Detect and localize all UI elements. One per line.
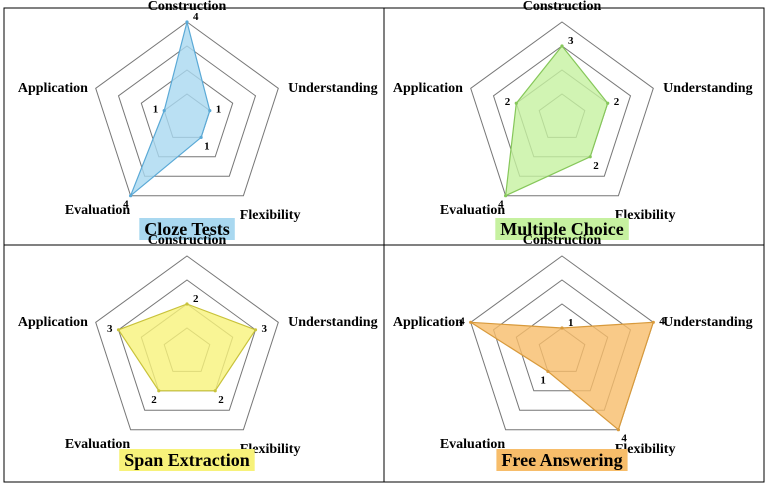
axis-label-evaluation: Evaluation xyxy=(440,203,506,218)
value-label-construction: 2 xyxy=(193,293,199,305)
value-label-understanding: 3 xyxy=(262,323,268,335)
value-label-construction: 4 xyxy=(193,11,199,23)
data-point-construction xyxy=(560,326,564,330)
data-point-flexibility xyxy=(616,428,621,432)
axis-label-evaluation: Evaluation xyxy=(65,437,131,452)
value-label-evaluation: 4 xyxy=(123,199,129,211)
data-point-application xyxy=(162,109,166,113)
value-label-flexibility: 1 xyxy=(204,140,210,152)
data-area-free-answering xyxy=(470,321,655,431)
title-highlight-cloze-tests xyxy=(139,218,235,240)
data-point-evaluation xyxy=(546,369,550,373)
axis-label-understanding: Understanding xyxy=(288,315,377,330)
data-point-evaluation xyxy=(129,194,133,198)
axis-label-flexibility: Flexibility xyxy=(240,208,301,223)
grid-ring-3 xyxy=(117,45,257,177)
value-label-flexibility: 2 xyxy=(593,160,599,172)
data-area-multiple-choice xyxy=(504,45,609,197)
data-point-understanding xyxy=(253,328,258,332)
chart-title-free-answering: Free Answering xyxy=(501,450,622,470)
radar-panel-free-answering: 1 4 4 1 4 ConstructionUnderstandingFlexibilit… xyxy=(393,233,753,471)
data-point-construction xyxy=(185,20,189,24)
data-point-flexibility xyxy=(588,155,592,159)
value-label-flexibility: 4 xyxy=(621,433,627,445)
title-highlight-span-extraction xyxy=(119,449,255,471)
axis-label-evaluation: Evaluation xyxy=(65,203,131,218)
value-label-evaluation: 1 xyxy=(540,374,546,386)
grid-ring-3 xyxy=(492,45,632,177)
chart-title-span-extraction: Span Extraction xyxy=(124,450,250,470)
value-label-understanding: 1 xyxy=(216,104,222,116)
data-point-evaluation xyxy=(504,194,508,198)
data-point-construction xyxy=(185,302,189,306)
data-point-understanding xyxy=(606,101,610,105)
axis-label-flexibility: Flexibility xyxy=(615,208,676,223)
data-area-cloze-tests xyxy=(130,21,211,197)
value-label-application: 3 xyxy=(107,323,113,335)
value-label-understanding: 2 xyxy=(614,96,620,108)
axis-label-flexibility: Flexibility xyxy=(615,442,676,457)
value-label-evaluation: 4 xyxy=(498,199,504,211)
grid-ring-4 xyxy=(470,21,654,197)
title-highlight-free-answering xyxy=(496,449,628,471)
axis-label-construction: Construction xyxy=(148,0,227,14)
grid-ring-2 xyxy=(140,69,234,158)
axis-label-understanding: Understanding xyxy=(288,81,377,96)
axis-label-evaluation: Evaluation xyxy=(440,437,506,452)
grid-ring-3 xyxy=(492,279,632,411)
data-point-application xyxy=(116,328,121,332)
value-label-understanding: 4 xyxy=(659,315,665,327)
grid-ring-4 xyxy=(95,255,279,431)
value-label-flexibility: 2 xyxy=(218,394,224,406)
title-highlight-multiple-choice xyxy=(495,218,629,240)
grid-ring-3 xyxy=(117,279,257,411)
axis-label-understanding: Understanding xyxy=(663,81,752,96)
value-label-construction: 3 xyxy=(568,35,574,47)
chart-title-cloze-tests: Cloze Tests xyxy=(144,219,230,239)
grid-ring-4 xyxy=(470,255,654,431)
axis-label-understanding: Understanding xyxy=(663,315,752,330)
axis-label-application: Application xyxy=(18,315,88,330)
radar-panel-cloze-tests: 4 1 1 4 1 ConstructionUnderstandingFlexibilit… xyxy=(18,0,378,240)
axis-label-flexibility: Flexibility xyxy=(240,442,301,457)
data-point-application xyxy=(514,101,518,105)
data-point-application xyxy=(469,320,473,324)
value-label-application: 2 xyxy=(505,96,511,108)
radar-panel-multiple-choice: 3 2 2 4 2 ConstructionUnderstandingFlexibilit… xyxy=(393,0,753,240)
value-label-evaluation: 2 xyxy=(151,394,157,406)
data-point-understanding xyxy=(208,109,212,113)
data-point-flexibility xyxy=(199,135,203,139)
value-label-construction: 1 xyxy=(568,317,574,329)
axis-label-construction: Construction xyxy=(523,0,602,14)
axis-label-application: Application xyxy=(18,81,88,96)
radar-panel-span-extraction: 2 3 2 2 3 ConstructionUnderstandingFlexibilit… xyxy=(18,233,378,471)
data-point-construction xyxy=(560,44,564,48)
axis-label-construction: Construction xyxy=(148,233,227,248)
data-point-evaluation xyxy=(157,389,161,393)
data-point-understanding xyxy=(651,320,655,324)
axis-label-construction: Construction xyxy=(523,233,602,248)
grid-ring-4 xyxy=(95,21,279,197)
value-label-application: 1 xyxy=(153,104,159,116)
chart-title-multiple-choice: Multiple Choice xyxy=(500,219,624,239)
data-point-flexibility xyxy=(213,389,217,393)
axis-label-application: Application xyxy=(393,81,463,96)
value-label-application: 4 xyxy=(459,315,465,327)
axis-label-application: Application xyxy=(393,315,463,330)
data-area-span-extraction xyxy=(117,303,257,392)
